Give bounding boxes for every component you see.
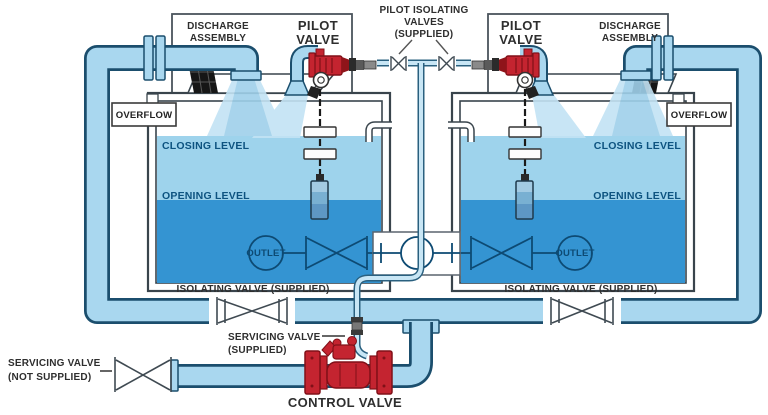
right-wall-flange <box>651 35 662 81</box>
float <box>515 180 534 220</box>
diagram-labels: DISCHARGE ASSEMBLY PILOT VALVE PILOT ISO… <box>8 5 727 410</box>
left-discharge-assembly-label-2: ASSEMBLY <box>190 33 246 44</box>
right-closing-level-label: CLOSING LEVEL <box>594 140 682 152</box>
left-pilot-valve <box>283 45 350 99</box>
left-discharge-mouth-flange <box>230 70 262 81</box>
swan-neck-bell <box>283 80 311 96</box>
right-discharge-assembly-label: DISCHARGE <box>599 21 661 32</box>
float-lever-cam <box>307 86 321 99</box>
left-pilot-valve-label-2: VALVE <box>296 32 339 47</box>
left-isolating-valve-symbol <box>209 294 295 328</box>
left-overflow-box <box>111 93 177 127</box>
left-isolating-valve-label: ISOLATING VALVE (SUPPLIED) <box>177 284 330 295</box>
pipe-end-flange <box>170 359 179 392</box>
right-tank-water-upper <box>461 136 685 200</box>
servicing-valve-supplied-label: SERVICING VALVE <box>228 332 321 343</box>
tank-inlet-elbows <box>365 121 475 142</box>
pilot-isolating-valve-right-symbol <box>437 54 456 72</box>
left-tank-water-upper <box>157 136 381 200</box>
servicing-valve-supplied-label-2: (SUPPLIED) <box>228 345 287 356</box>
control-valve <box>304 336 393 395</box>
control-valve-label: CONTROL VALVE <box>288 395 402 410</box>
right-isolating-valve-symbol <box>543 294 621 328</box>
water-spray-cones <box>207 78 673 138</box>
right-float-assembly <box>508 89 542 220</box>
pilot-isolating-valves-label-3: (SUPPLIED) <box>395 29 454 40</box>
right-pilot-valve <box>498 45 555 99</box>
pilot-isolating-valve-left-symbol <box>389 54 408 72</box>
float-lever-cam <box>525 86 539 99</box>
servicing-valve-not-supplied-symbol <box>114 357 172 392</box>
left-discharge-assembly-label: DISCHARGE <box>187 21 249 32</box>
pilot-isolating-valves-label: PILOT ISOLATING <box>380 5 469 16</box>
right-outlet-symbol <box>460 235 593 271</box>
right-discharge-assembly-label-2: ASSEMBLY <box>602 33 658 44</box>
left-outlet-symbol <box>248 235 373 271</box>
right-pilot-valve-label-2: VALVE <box>499 32 542 47</box>
label-pointer-lines <box>100 39 449 372</box>
valve-nozzle <box>498 57 506 73</box>
center-junction <box>372 231 461 276</box>
pilot-line-couplings <box>349 58 499 71</box>
servicing-valve-supplied-fitting <box>351 317 363 335</box>
pilot-supply-line <box>351 54 471 360</box>
servicing-valve-not-supplied-label: SERVICING VALVE <box>8 358 101 369</box>
left-wall-flange-2 <box>155 35 166 81</box>
servicing-valve-not-supplied-label-2: (NOT SUPPLIED) <box>8 372 91 383</box>
left-outlet-label: OUTLET <box>246 248 285 259</box>
left-opening-level-label: OPENING LEVEL <box>162 190 250 202</box>
left-closing-level-label: CLOSING LEVEL <box>162 140 250 152</box>
left-overflow-label: OVERFLOW <box>116 110 173 121</box>
float <box>310 180 329 220</box>
right-pilot-valve-label: PILOT <box>501 18 541 33</box>
right-outlet-label: OUTLET <box>555 248 594 259</box>
right-discharge-mouth-flange <box>620 70 652 81</box>
right-isolating-valve-label: ISOLATING VALVE (SUPPLIED) <box>505 284 658 295</box>
right-wall-flange-2 <box>663 35 674 81</box>
control-valve-pipe <box>170 319 440 392</box>
pilot-isolating-valves-label-2: VALVES <box>404 17 444 28</box>
left-float-assembly <box>303 89 337 220</box>
left-pilot-valve-label: PILOT <box>298 18 338 33</box>
valve-nozzle <box>342 57 350 73</box>
right-overflow-label: OVERFLOW <box>671 110 728 121</box>
main-pipe <box>84 35 762 324</box>
left-wall-flange <box>143 35 154 81</box>
right-overflow-box <box>666 93 732 127</box>
right-opening-level-label: OPENING LEVEL <box>593 190 681 202</box>
